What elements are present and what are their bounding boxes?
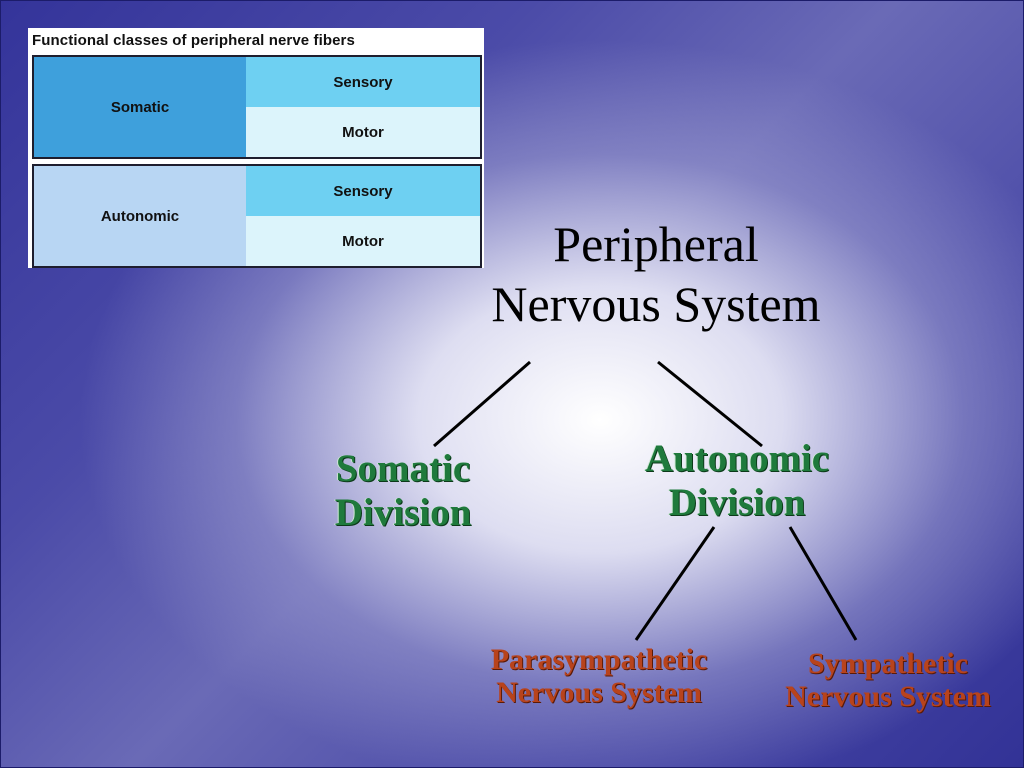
group-types: Sensory Motor [246,57,480,157]
node-parasympathetic-nervous-system: Parasympathetic Nervous System [446,643,752,709]
node-sympathetic-line2: Nervous System [785,680,991,713]
node-autonomic-line2: Division [668,481,806,524]
fiber-classes-table: Functional classes of peripheral nerve f… [28,28,484,268]
connector-root-somatic [433,360,531,448]
autonomic-motor-cell: Motor [246,216,480,266]
autonomic-sensory-cell: Sensory [246,166,480,216]
somatic-motor-cell: Motor [246,107,480,157]
table-group-autonomic: Autonomic Sensory Motor [32,164,482,268]
group-name-autonomic: Autonomic [34,166,246,266]
group-types: Sensory Motor [246,166,480,266]
group-name-somatic: Somatic [34,57,246,157]
connector-root-autonomic [657,360,763,448]
connector-autonomic-sympathetic [788,526,858,641]
node-somatic-line1: Somatic [335,447,471,490]
node-somatic-line2: Division [334,491,472,534]
node-root-line1: Peripheral [553,216,759,272]
somatic-sensory-cell: Sensory [246,57,480,107]
node-parasympathetic-line1: Parasympathetic [490,643,708,676]
node-somatic-division: Somatic Division [300,447,506,535]
node-parasympathetic-line2: Nervous System [496,676,702,709]
node-sympathetic-nervous-system: Sympathetic Nervous System [754,647,1022,713]
node-autonomic-division: Autonomic Division [612,437,862,525]
connector-autonomic-parasympathetic [634,526,716,641]
table-group-somatic: Somatic Sensory Motor [32,55,482,159]
node-peripheral-nervous-system: Peripheral Nervous System [436,214,876,334]
node-root-line2: Nervous System [491,276,821,332]
node-sympathetic-line1: Sympathetic [808,647,968,680]
table-title: Functional classes of peripheral nerve f… [32,32,355,49]
node-autonomic-line1: Autonomic [644,437,830,480]
